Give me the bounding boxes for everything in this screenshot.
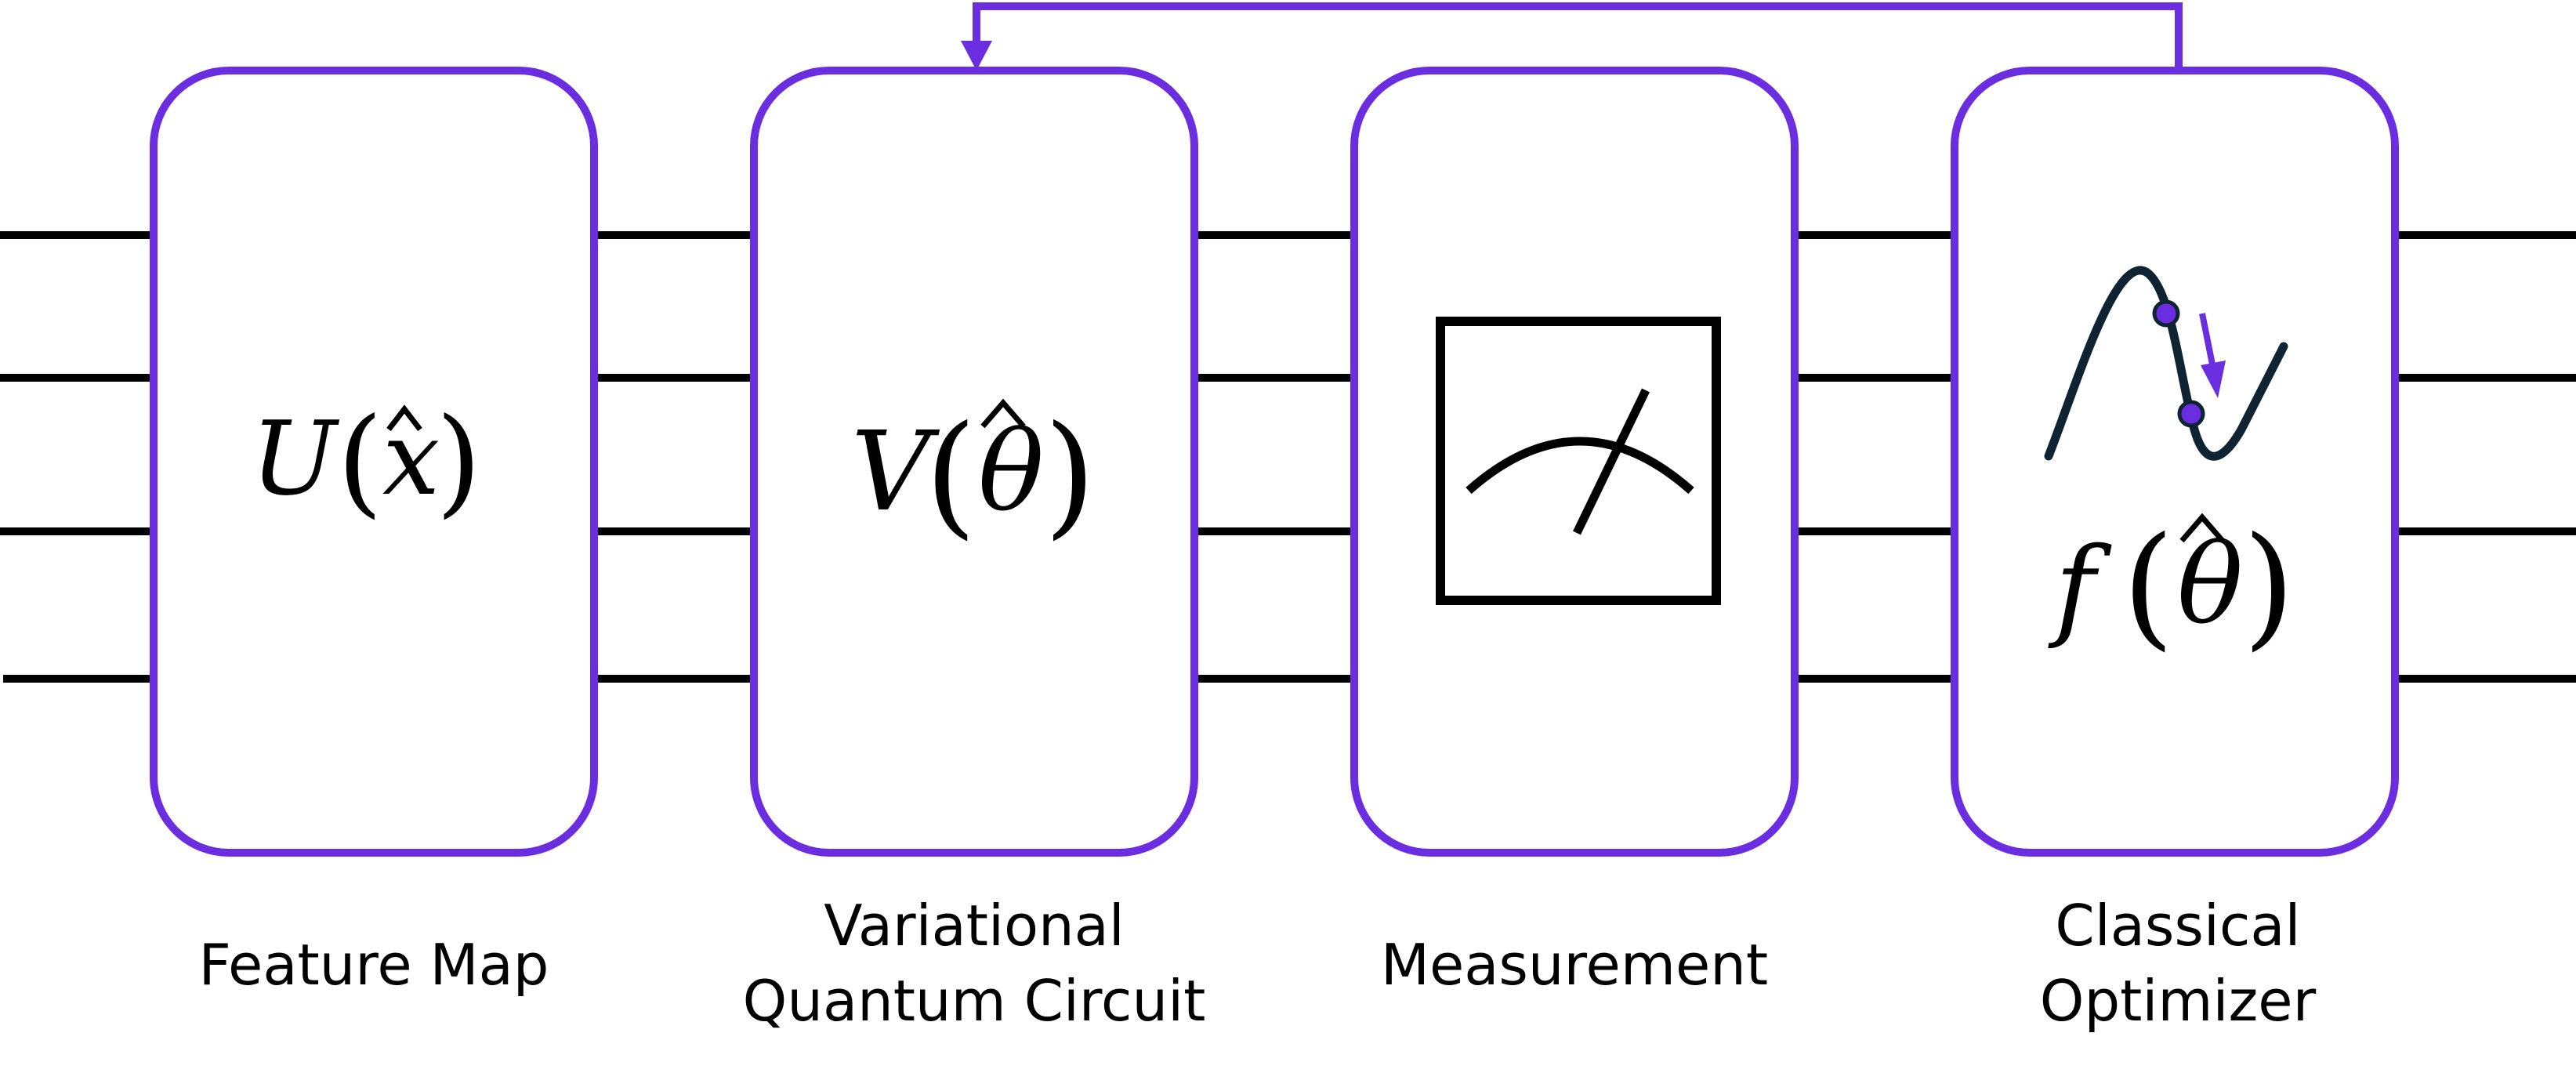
variational-circuit-label-line-1: Variational xyxy=(824,893,1125,959)
classical-optimizer-block: f ( θ ) Classical Optimizer xyxy=(1951,67,2399,1034)
qubit-wires xyxy=(0,231,2576,683)
variational-circuit-block: V ( θ ) Variational Quantum Circuit xyxy=(743,67,1206,1034)
feedback-arrowhead xyxy=(961,41,992,71)
feature-map-label: Feature Map xyxy=(199,932,549,998)
open-paren: ( xyxy=(925,397,976,553)
feature-map-symbol: U xyxy=(251,399,340,518)
classical-optimizer-argument: θ xyxy=(2177,521,2243,649)
classical-optimizer-formula: f ( θ ) xyxy=(2048,509,2295,664)
meter-icon xyxy=(1436,317,1721,605)
close-paren: ) xyxy=(2243,509,2295,664)
variational-circuit-formula: V ( θ ) xyxy=(851,397,1096,553)
variational-circuit-box xyxy=(750,67,1198,857)
classical-optimizer-label-line-2: Optimizer xyxy=(2040,968,2317,1034)
measurement-block: Measurement xyxy=(1350,67,1799,998)
measurement-label: Measurement xyxy=(1381,932,1768,998)
close-paren: ) xyxy=(436,393,482,530)
close-paren: ) xyxy=(1044,397,1096,553)
variational-circuit-label-line-2: Quantum Circuit xyxy=(743,968,1206,1034)
loss-curve-icon xyxy=(2044,266,2288,461)
hat-accent xyxy=(2179,513,2225,543)
open-paren: ( xyxy=(2122,509,2174,664)
feedback-arrow xyxy=(973,2,2183,69)
feature-map-formula: U ( x ) xyxy=(251,393,482,530)
variational-circuit-symbol: V xyxy=(851,408,940,536)
feature-map-block: U ( x ) Feature Map xyxy=(150,67,598,998)
measurement-box xyxy=(1350,67,1799,857)
open-paren: ( xyxy=(337,393,383,530)
variational-circuit-argument: θ xyxy=(978,408,1044,536)
classical-optimizer-label-line-1: Classical xyxy=(2055,893,2300,959)
hat-accent xyxy=(386,404,422,432)
feature-map-box xyxy=(150,67,598,857)
classical-optimizer-box xyxy=(1951,67,2399,857)
hat-accent xyxy=(980,398,1026,429)
